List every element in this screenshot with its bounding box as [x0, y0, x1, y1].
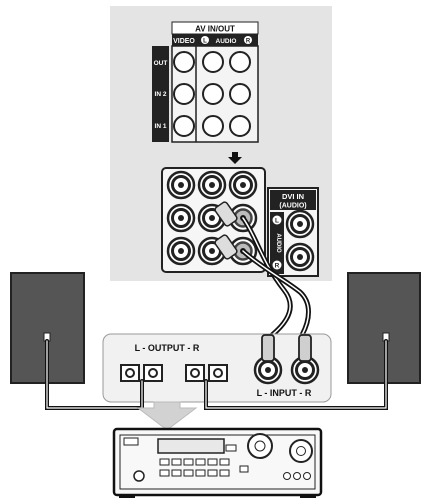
av-column-header — [172, 34, 258, 46]
audio-cables — [240, 215, 311, 338]
amp-output-label: L - OUTPUT - R — [135, 343, 200, 353]
speaker-wires — [45, 339, 388, 410]
column-audio-r-label: R — [246, 39, 251, 45]
row-label-out: OUT — [154, 60, 168, 67]
dvi-l-label: L — [275, 218, 279, 225]
row-label-in2: IN 2 — [155, 91, 167, 98]
large-down-arrow-icon — [136, 401, 198, 431]
amp-input-label: L - INPUT - R — [257, 388, 312, 398]
dvi-r-marker — [272, 260, 282, 270]
row-labels-bar — [152, 46, 169, 142]
dvi-audio-l-jack[interactable] — [285, 209, 315, 239]
column-video-label: VIDEO — [173, 38, 195, 45]
down-arrow-icon — [228, 152, 242, 164]
panel-plug-bodies — [214, 201, 238, 260]
dvi-title-box — [270, 190, 316, 210]
dvi-title-line2: (AUDIO) — [279, 203, 306, 210]
dvi-title-line1: DVI IN — [282, 192, 304, 201]
column-audio-l-label: L — [203, 39, 207, 45]
column-audio-label: AUDIO — [216, 38, 237, 45]
dvi-l-marker — [272, 215, 282, 225]
audio-l-marker — [201, 36, 209, 44]
dvi-audio-label: AUDIO — [275, 233, 281, 253]
amplifier-front — [112, 427, 323, 498]
dvi-r-label: R — [275, 263, 280, 270]
right-speaker — [347, 272, 421, 384]
audio-r-marker — [244, 36, 252, 44]
av-in-out-title: AV IN/OUT — [195, 25, 235, 34]
row-label-in1: IN 1 — [155, 123, 167, 130]
amp-input-plugs — [261, 334, 312, 362]
av-jacks — [173, 51, 251, 137]
dvi-audio-label-bar — [270, 212, 284, 274]
dvi-audio-r-jack[interactable] — [285, 242, 315, 272]
